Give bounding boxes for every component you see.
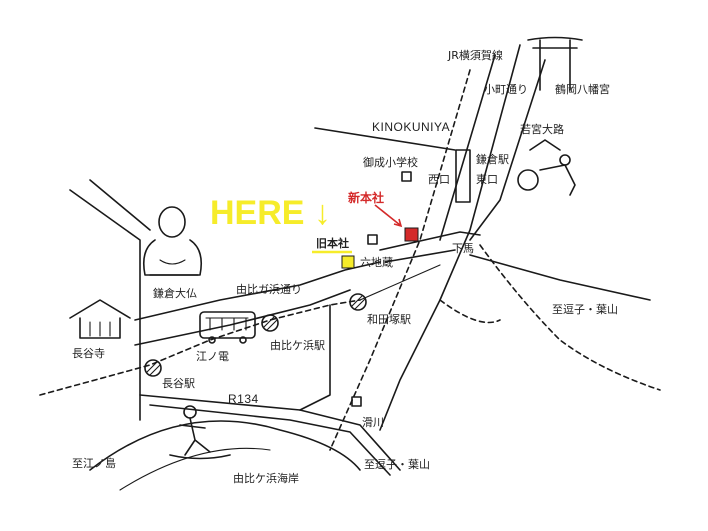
enoden-train-icon bbox=[199, 311, 256, 344]
label-kinokuniya: KINOKUNIYA bbox=[372, 120, 451, 134]
label-yuigahama-beach: 由比ケ浜海岸 bbox=[233, 472, 299, 485]
landmark-marker bbox=[367, 234, 378, 245]
label-komachi: 小町通り bbox=[484, 83, 528, 96]
label-rokujizo: 六地蔵 bbox=[360, 256, 393, 269]
label-onari-school: 御成小学校 bbox=[363, 156, 418, 169]
label-hase-temple: 長谷寺 bbox=[72, 347, 105, 360]
old-office-marker-icon[interactable] bbox=[341, 255, 355, 269]
rickshaw-icon bbox=[517, 139, 576, 196]
station-marker-icon bbox=[349, 293, 367, 311]
label-to-enoshima: 至江ノ島 bbox=[72, 457, 116, 470]
label-namerikawa: 滑川 bbox=[362, 416, 384, 429]
label-r134: R134 bbox=[228, 392, 259, 406]
label-wakamiya: 若宮大路 bbox=[520, 123, 564, 136]
label-new-office: 新本社 bbox=[348, 191, 385, 205]
label-hachimangu: 鶴岡八幡宮 bbox=[555, 83, 610, 96]
new-office-marker-icon[interactable] bbox=[404, 227, 419, 242]
label-to-zushi-hayama-2: 至逗子・葉山 bbox=[364, 458, 430, 471]
school-marker bbox=[401, 171, 412, 182]
here-label: HERE ↓ bbox=[210, 196, 331, 230]
label-daibutsu: 鎌倉大仏 bbox=[153, 287, 197, 300]
kamakura-station-building bbox=[455, 149, 471, 203]
roads bbox=[39, 44, 661, 491]
label-shimoba: 下馬 bbox=[452, 242, 474, 255]
label-hase-station: 長谷駅 bbox=[162, 377, 195, 390]
surfer-icon bbox=[169, 405, 231, 460]
label-to-zushi-hayama-1: 至逗子・葉山 bbox=[552, 303, 618, 316]
torii-gate-icon bbox=[527, 36, 583, 91]
label-east-exit: 東口 bbox=[476, 173, 498, 186]
label-west-exit: 西口 bbox=[428, 173, 450, 186]
label-wadazuka: 和田塚駅 bbox=[367, 313, 411, 326]
here-arrow: ↓ bbox=[313, 194, 331, 232]
new-office-arrow bbox=[374, 204, 401, 226]
great-buddha-icon bbox=[142, 206, 203, 276]
here-text: HERE bbox=[210, 194, 305, 232]
namerikawa-marker bbox=[351, 396, 362, 407]
label-jr-line: JR横須賀線 bbox=[448, 49, 503, 62]
station-marker-icon bbox=[261, 314, 279, 332]
label-old-office: 旧本社 bbox=[316, 237, 349, 250]
label-kamakura-station: 鎌倉駅 bbox=[476, 153, 509, 166]
station-marker-icon bbox=[144, 359, 162, 377]
label-enoden: 江ノ電 bbox=[196, 350, 229, 363]
station-markers bbox=[144, 293, 367, 377]
hase-temple-icon bbox=[69, 299, 131, 339]
label-yuigahama-station: 由比ケ浜駅 bbox=[270, 339, 325, 352]
label-yuigahama-street: 由比ガ浜通り bbox=[236, 283, 302, 296]
